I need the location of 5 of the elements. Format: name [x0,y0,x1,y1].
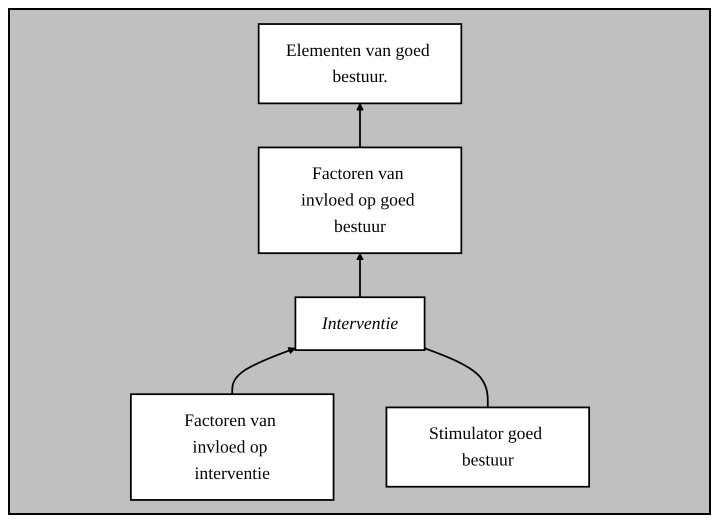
text-box: Elementen van goed bestuur. [257,22,462,104]
text-box: Interventie [294,296,425,351]
text-box: Factoren van invloed op goed bestuur [257,146,462,254]
text-box: Stimulator goed bestuur [385,406,590,488]
text-box: Factoren van invloed op interventie [129,392,334,500]
